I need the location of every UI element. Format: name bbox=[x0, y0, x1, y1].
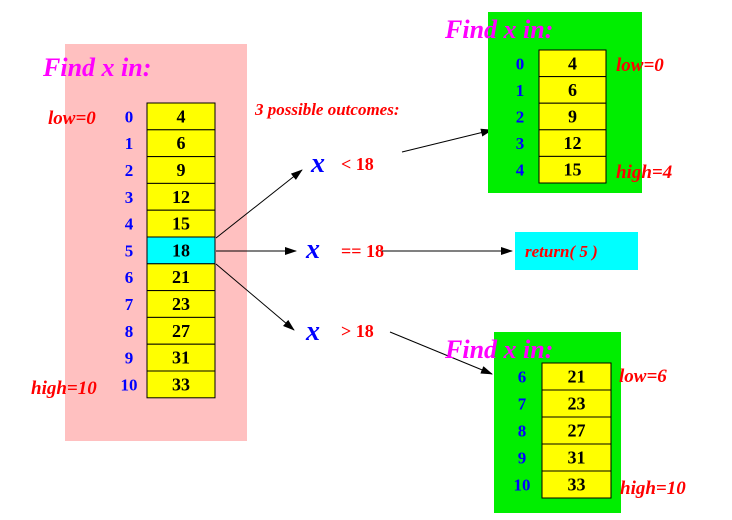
array-index: 8 bbox=[125, 322, 134, 341]
arrow-to-greater bbox=[215, 263, 295, 331]
array-cell bbox=[146, 316, 216, 345]
array-index: 7 bbox=[518, 395, 527, 414]
array-index: 4 bbox=[125, 215, 134, 234]
outcome-less: x < 18 bbox=[310, 148, 374, 179]
array-cell bbox=[541, 362, 612, 391]
bottom-panel-title: Find x in: bbox=[444, 335, 553, 364]
top-panel: Find x in: low=0 high=4 0 4 1 6 2 9 3 12 4 15 bbox=[444, 12, 672, 193]
main-low-label: low=0 bbox=[48, 108, 96, 129]
array-index: 10 bbox=[514, 476, 531, 495]
array-index: 9 bbox=[125, 349, 134, 368]
return-box-bg bbox=[515, 232, 638, 270]
arrow-less-to-top-panel bbox=[401, 128, 493, 153]
array-value: 12 bbox=[564, 133, 582, 153]
array-index: 6 bbox=[518, 368, 527, 387]
array-cell bbox=[538, 102, 607, 131]
array-cell bbox=[146, 182, 216, 211]
array-value: 33 bbox=[568, 475, 586, 495]
array-value: 21 bbox=[568, 367, 586, 387]
main-array: 0 4 1 6 2 9 3 12 4 15 5 18 6 21 7 23 8 27 9 31 10 33 bbox=[121, 102, 216, 399]
array-cell bbox=[146, 290, 216, 318]
bottom-high-label: high=10 bbox=[620, 478, 686, 499]
array-cell bbox=[146, 129, 216, 158]
array-value: 21 bbox=[172, 267, 190, 287]
outcome-equal-op: == 18 bbox=[341, 241, 384, 261]
array-value: 15 bbox=[564, 160, 582, 180]
outcome-equal: x == 18 bbox=[305, 234, 384, 265]
array-index: 10 bbox=[121, 375, 138, 394]
array-value: 4 bbox=[568, 53, 577, 73]
outcomes-label: 3 possible outcomes: bbox=[254, 100, 400, 119]
array-index: 1 bbox=[516, 81, 525, 100]
top-low-label: low=0 bbox=[616, 55, 664, 76]
array-cell bbox=[146, 370, 216, 399]
array-cell bbox=[541, 470, 612, 499]
array-cell bbox=[146, 263, 216, 292]
top-high-label: high=4 bbox=[616, 162, 672, 183]
array-cell bbox=[541, 389, 612, 418]
array-value: 31 bbox=[568, 448, 586, 468]
array-value: 12 bbox=[172, 187, 190, 207]
array-value: 33 bbox=[172, 374, 190, 394]
array-index: 1 bbox=[125, 134, 134, 153]
array-value: 6 bbox=[568, 80, 577, 100]
array-cell bbox=[146, 209, 216, 238]
array-cell bbox=[146, 102, 216, 131]
main-high-label: high=10 bbox=[31, 378, 97, 399]
bottom-panel: Find x in: low=6 high=10 6 21 7 23 8 27 9 31 10 3… bbox=[444, 332, 686, 513]
outcome-equal-x: x bbox=[305, 234, 320, 265]
array-index: 5 bbox=[125, 241, 134, 260]
array-value: 15 bbox=[172, 214, 190, 234]
array-value: 27 bbox=[172, 321, 190, 341]
array-index: 6 bbox=[125, 268, 134, 287]
bottom-array: 6 21 7 23 8 27 9 31 10 33 bbox=[514, 362, 612, 499]
outcome-less-x: x bbox=[310, 148, 325, 179]
return-box: return( 5 ) bbox=[515, 232, 638, 270]
outcome-less-op: < 18 bbox=[341, 154, 374, 174]
array-index: 2 bbox=[125, 161, 134, 180]
bottom-low-label: low=6 bbox=[619, 366, 667, 387]
array-value: 9 bbox=[568, 107, 577, 127]
main-panel: Find x in: low=0 high=10 0 4 1 6 2 9 3 12 4 15 5 18… bbox=[31, 44, 247, 441]
arrow-greater-to-bottom-panel bbox=[389, 331, 493, 375]
outcome-greater: x > 18 bbox=[305, 316, 374, 347]
top-array: 0 4 1 6 2 9 3 12 4 15 bbox=[516, 49, 607, 184]
array-index: 0 bbox=[125, 107, 134, 126]
return-box-text: return( 5 ) bbox=[525, 242, 598, 261]
array-value: 27 bbox=[568, 421, 586, 441]
array-index: 3 bbox=[125, 188, 134, 207]
array-value: 18 bbox=[172, 240, 190, 260]
top-panel-title: Find x in: bbox=[444, 15, 553, 44]
array-cell bbox=[538, 155, 607, 184]
array-value: 31 bbox=[172, 348, 190, 368]
array-cell bbox=[538, 76, 607, 104]
array-index: 2 bbox=[516, 108, 525, 127]
array-index: 3 bbox=[516, 134, 525, 153]
array-cell bbox=[538, 129, 607, 157]
array-value: 23 bbox=[172, 294, 190, 314]
array-index: 7 bbox=[125, 295, 134, 314]
array-value: 6 bbox=[177, 133, 186, 153]
array-index: 0 bbox=[516, 54, 525, 73]
array-index: 8 bbox=[518, 422, 527, 441]
array-index: 4 bbox=[516, 161, 525, 180]
arrow-to-less bbox=[215, 169, 303, 239]
array-value: 9 bbox=[177, 160, 186, 180]
array-index: 9 bbox=[518, 449, 527, 468]
array-cell bbox=[146, 156, 216, 184]
array-value: 4 bbox=[177, 106, 186, 126]
array-value: 23 bbox=[568, 394, 586, 414]
array-cell bbox=[538, 49, 607, 78]
array-cell bbox=[541, 443, 612, 472]
array-cell bbox=[541, 416, 612, 445]
main-panel-title: Find x in: bbox=[42, 53, 151, 82]
outcome-greater-op: > 18 bbox=[341, 321, 374, 341]
outcome-greater-x: x bbox=[305, 316, 320, 347]
